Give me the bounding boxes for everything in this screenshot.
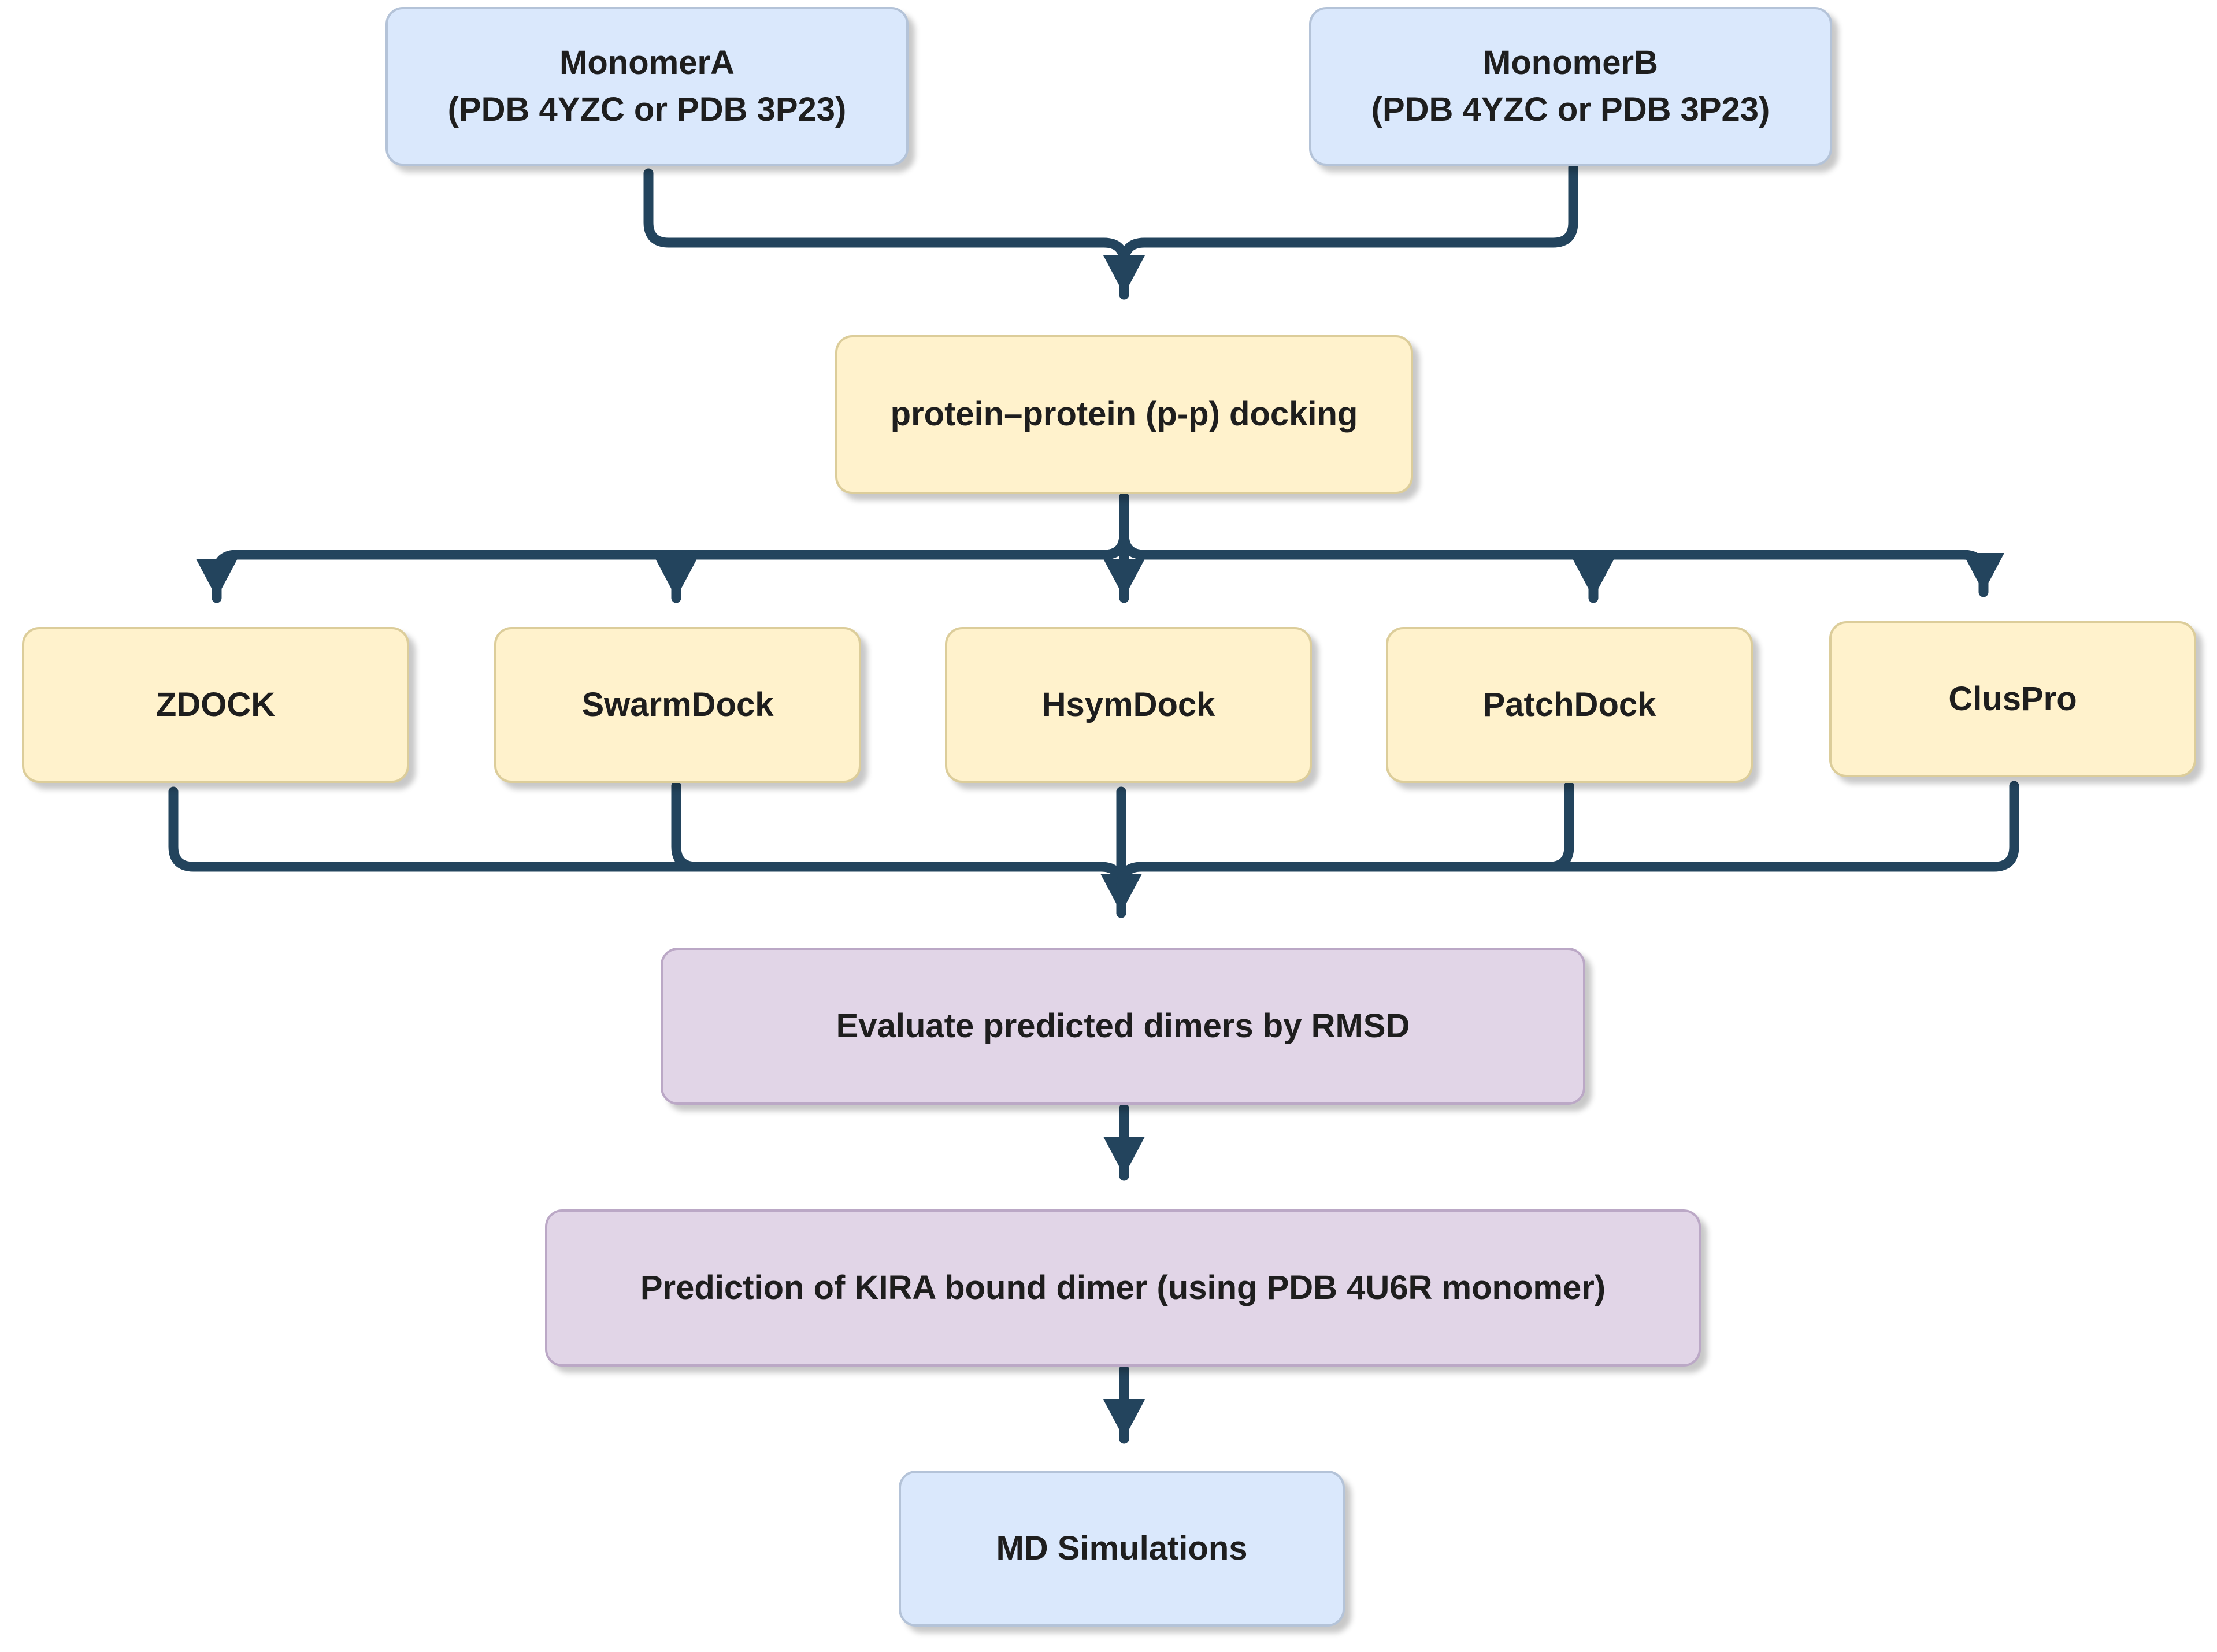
connector-patchdock-to-evaluate xyxy=(1544,781,1574,872)
patchdock-label: PatchDock xyxy=(1482,685,1656,723)
zdock-box: ZDOCK xyxy=(22,627,409,783)
connector-monomerb-to-docking xyxy=(1119,162,1578,300)
monomer-b-label: MonomerB (PDB 4YZC or PDB 3P23) xyxy=(1371,44,1770,128)
connector-monomera-to-docking xyxy=(643,168,1145,300)
connector-docking-to-swarmdock xyxy=(655,529,1129,603)
cluspro-label: ClusPro xyxy=(1948,680,2077,718)
evaluate-box: Evaluate predicted dimers by RMSD xyxy=(661,948,1585,1105)
prediction-label: Prediction of KIRA bound dimer (using PD… xyxy=(640,1268,1606,1306)
swarmdock-label: SwarmDock xyxy=(581,685,774,723)
connector-swarmdock-to-evaluate xyxy=(671,781,702,872)
hsymdock-box: HsymDock xyxy=(945,627,1312,783)
connector-docking-to-cluspro xyxy=(1119,529,2004,597)
prediction-box: Prediction of KIRA bound dimer (using PD… xyxy=(545,1209,1701,1367)
monomer-a-box: MonomerA (PDB 4YZC or PDB 3P23) xyxy=(385,7,909,166)
patchdock-box: PatchDock xyxy=(1386,627,1753,783)
connector-zdock-to-evaluate xyxy=(168,786,1142,918)
connector-docking-to-zdock xyxy=(196,492,1129,603)
md-simulations-label: MD Simulations xyxy=(996,1529,1248,1567)
docking-box: protein–protein (p-p) docking xyxy=(835,335,1413,494)
zdock-label: ZDOCK xyxy=(155,685,276,723)
cluspro-box: ClusPro xyxy=(1829,621,2196,777)
swarmdock-box: SwarmDock xyxy=(494,627,861,783)
hsymdock-label: HsymDock xyxy=(1041,685,1215,723)
monomer-b-box: MonomerB (PDB 4YZC or PDB 3P23) xyxy=(1309,7,1832,166)
connector-cluspro-to-evaluate xyxy=(1116,781,2019,892)
docking-label: protein–protein (p-p) docking xyxy=(890,395,1358,433)
evaluate-label: Evaluate predicted dimers by RMSD xyxy=(836,1007,1410,1045)
md-simulations-box: MD Simulations xyxy=(899,1471,1345,1627)
monomer-a-label: MonomerA (PDB 4YZC or PDB 3P23) xyxy=(447,44,847,128)
connector-docking-to-patchdock xyxy=(1119,529,1614,603)
